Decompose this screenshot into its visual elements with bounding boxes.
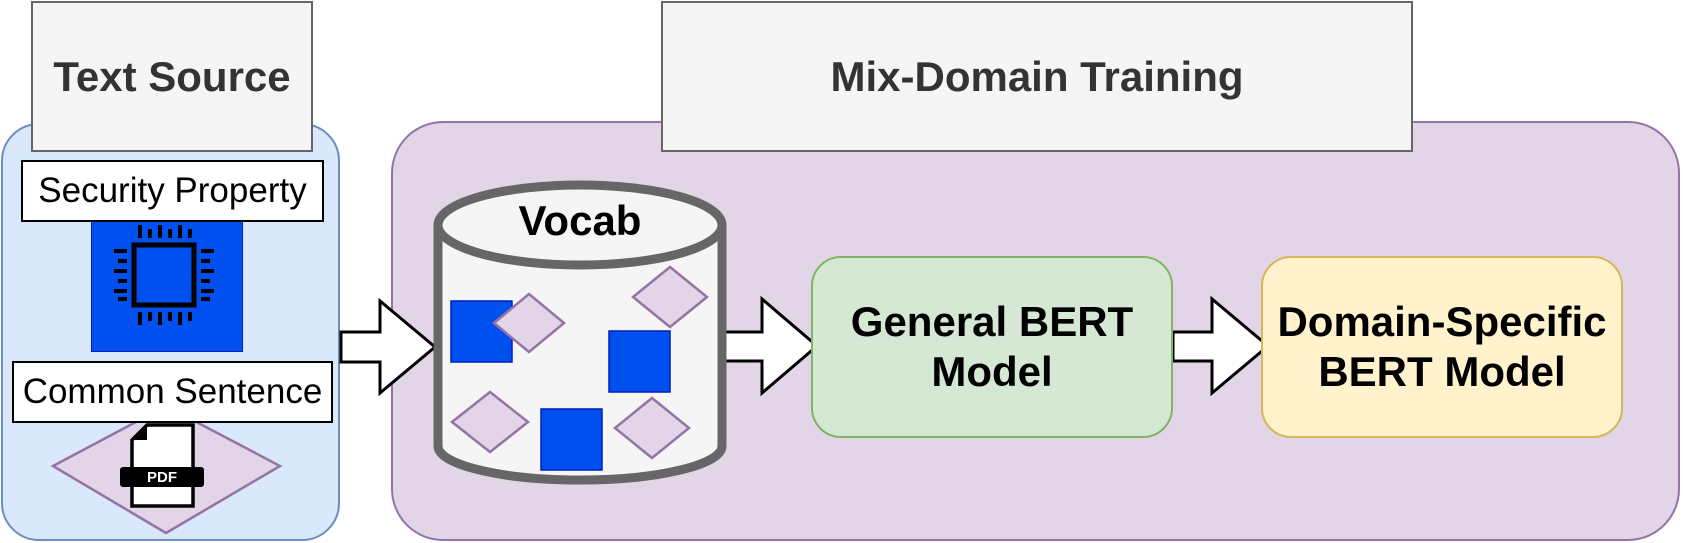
common-sentence-label: Common Sentence	[12, 361, 333, 423]
arrow-source-to-vocab	[339, 297, 438, 397]
chip-icon	[114, 225, 214, 325]
general-bert-model-box: General BERT Model	[811, 256, 1173, 438]
domain-specific-bert-model-box: Domain-Specific BERT Model	[1261, 256, 1623, 438]
pdf-label: PDF	[147, 469, 177, 486]
vocab-token-diamond	[631, 265, 709, 329]
pdf-file-icon: PDF	[120, 423, 204, 508]
vocab-token-square	[608, 330, 671, 393]
vocab-label: Vocab	[519, 197, 642, 244]
vocab-token-square	[450, 300, 513, 363]
vocab-token-square	[540, 408, 603, 471]
arrow-vocab-to-general	[721, 295, 820, 397]
arrow-general-to-domain	[1171, 295, 1271, 397]
security-property-label: Security Property	[21, 160, 324, 222]
vocab-token-diamond	[613, 396, 691, 460]
vocab-token-diamond	[449, 390, 531, 454]
text-source-title: Text Source	[31, 1, 313, 152]
domain-specific-bert-model-label: Domain-Specific BERT Model	[1277, 297, 1607, 395]
mix-domain-title: Mix-Domain Training	[661, 1, 1413, 152]
general-bert-model-label: General BERT Model	[850, 297, 1134, 395]
vocab-token-diamond	[492, 292, 566, 354]
